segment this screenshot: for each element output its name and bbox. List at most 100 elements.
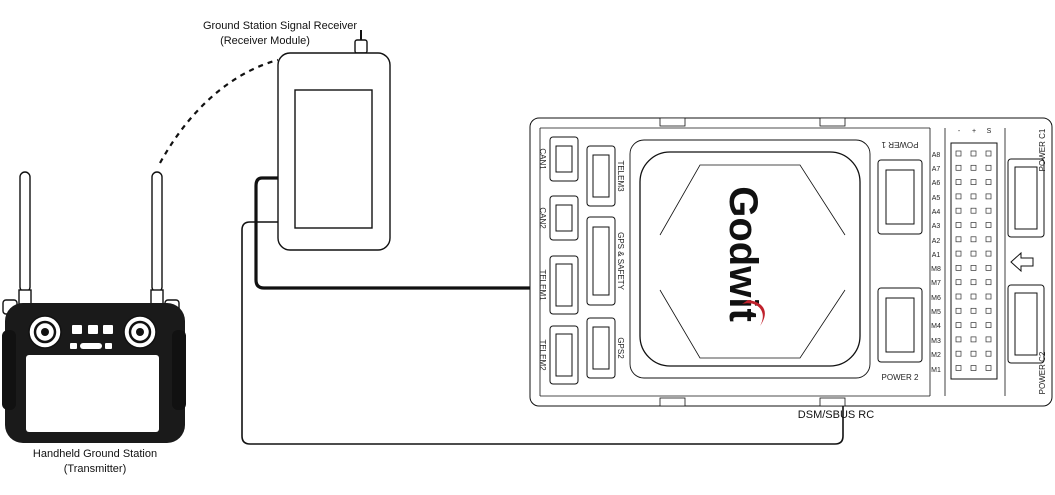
servo-pin (955, 279, 962, 286)
power-c2-label: POWER C2 (1038, 351, 1047, 394)
transmitter-screen (26, 355, 159, 432)
servo-pin (970, 250, 977, 257)
left-antenna (18, 171, 32, 305)
receiver-title: Ground Station Signal Receiver (203, 20, 357, 32)
servo-pin (970, 265, 977, 271)
pin-label: A2 (932, 238, 941, 245)
servo-pin (970, 322, 977, 328)
left-port-labels: CAN1 CAN2 TELEM1 TELEM2 (538, 148, 547, 371)
servo-pin (985, 164, 992, 171)
left-joystick-icon (28, 315, 62, 349)
rail-minus-label: - (958, 128, 961, 135)
servo-pin (970, 365, 977, 371)
can2-connector (549, 195, 579, 241)
servo-pin (955, 307, 962, 314)
pin-label: M3 (931, 338, 941, 345)
power-connectors (877, 159, 923, 363)
left-grip (2, 330, 16, 410)
telem3-connector (586, 145, 616, 207)
handheld-transmitter: Handheld Ground Station (Transmitter) (2, 171, 186, 475)
pin-label: A3 (932, 223, 941, 230)
right-joystick-icon (123, 315, 157, 349)
port-can1-label: CAN1 (538, 148, 547, 170)
servo-pin (985, 250, 992, 257)
servo-pin-grid (955, 150, 992, 371)
servo-pin (955, 350, 962, 357)
rail-plus-label: + (972, 128, 976, 135)
servo-pin (970, 222, 977, 228)
wireless-link-dashed (159, 58, 279, 164)
servo-pin (970, 336, 977, 343)
servo-pin (970, 350, 977, 357)
servo-pin (955, 236, 962, 243)
servo-pin (985, 193, 992, 200)
servo-pin (970, 179, 977, 185)
pin-label: M6 (931, 295, 941, 302)
servo-pin (985, 307, 992, 314)
rail-signal-label: S (987, 128, 992, 135)
servo-pin (955, 179, 962, 185)
telem-cable (254, 176, 530, 290)
servo-pin (955, 293, 962, 300)
servo-pin (955, 164, 962, 171)
servo-pin (955, 193, 962, 200)
servo-pin (985, 222, 992, 228)
servo-rail: - + S (950, 128, 998, 380)
servo-pin (970, 236, 977, 243)
brand-swoosh (742, 300, 765, 326)
servo-pin (955, 207, 962, 214)
transmitter-buttons (70, 325, 113, 349)
servo-pin (985, 236, 992, 243)
center-connectors (586, 145, 616, 379)
power-c1-connector (1007, 158, 1045, 238)
servo-pin (955, 250, 962, 257)
pin-label: A7 (932, 166, 941, 173)
pin-label: A1 (932, 252, 941, 259)
receiver-antenna-base (354, 39, 368, 54)
telem2-connector (549, 325, 579, 385)
servo-pin (955, 222, 962, 228)
port-telem2-label: TELEM2 (538, 339, 547, 371)
fc-mount-tabs (659, 117, 846, 407)
pin-label: M1 (931, 367, 941, 374)
servo-pin (970, 207, 977, 214)
power-c2-connector (1007, 284, 1045, 364)
port-telem3-label: TELEM3 (616, 160, 625, 192)
servo-pin (955, 336, 962, 343)
pin-label: M2 (931, 352, 941, 359)
brand-logo: Godwit (721, 186, 765, 322)
servo-pin (985, 279, 992, 286)
servo-pin (985, 207, 992, 214)
servo-pin (970, 193, 977, 200)
servo-pin (970, 307, 977, 314)
port-can2-label: CAN2 (538, 207, 547, 229)
left-connectors (549, 136, 579, 385)
servo-pin (970, 164, 977, 171)
flight-controller: Godwit CAN1 CAN2 TELEM1 TELEM2 (529, 117, 1053, 407)
power2-connector (877, 287, 923, 363)
rc-connection-label: DSM/SBUS RC (798, 409, 874, 421)
servo-pin (985, 350, 992, 357)
receiver-module: Ground Station Signal Receiver (Receiver… (203, 20, 391, 251)
pin-label: A6 (932, 180, 941, 187)
rc-cable (241, 221, 844, 445)
pin-label: M4 (931, 323, 941, 330)
gps-safety-connector (586, 216, 616, 306)
servo-pin (985, 150, 992, 157)
telem1-connector (549, 255, 579, 315)
transmitter-subtitle: (Transmitter) (64, 463, 127, 475)
port-gps2-label: GPS2 (616, 337, 625, 359)
servo-pin (970, 150, 977, 157)
power1-label: POWER 1 (881, 140, 918, 149)
servo-pin (970, 293, 977, 300)
receiver-subtitle: (Receiver Module) (220, 35, 310, 47)
servo-pin (970, 279, 977, 286)
pin-label: A5 (932, 195, 941, 202)
servo-pin (985, 293, 992, 300)
pin-label: M8 (931, 266, 941, 273)
pin-labels: A8 A7 A6 A5 A4 A3 A2 A1 M8 M7 M6 M5 M4 M… (931, 152, 941, 374)
servo-rail-header (950, 142, 998, 380)
gps2-connector (586, 317, 616, 379)
imu-board: Godwit (629, 139, 871, 379)
